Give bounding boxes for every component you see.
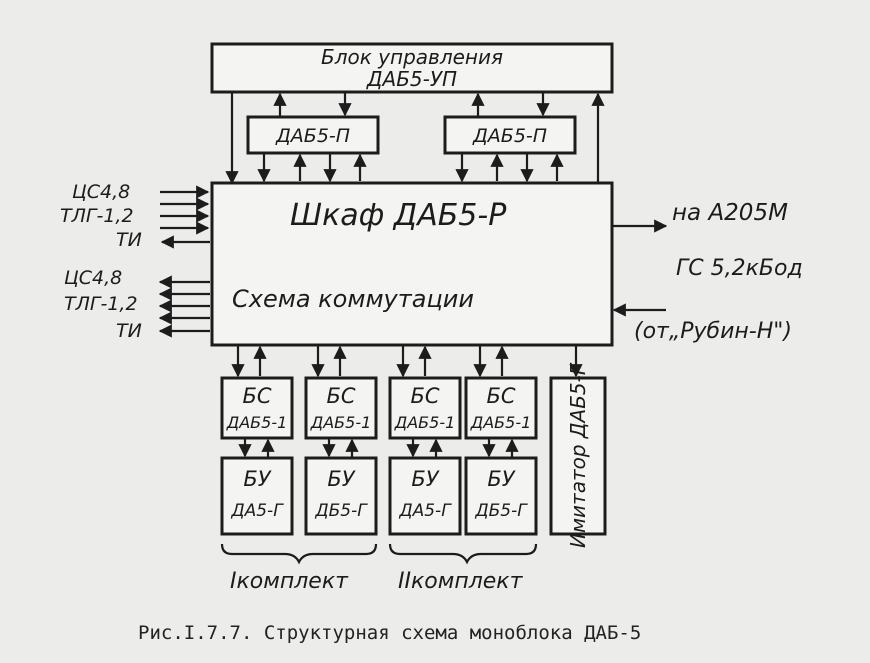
bs-block-1: БС ДАБ5-1 <box>220 376 294 440</box>
control-block-line2: ДАБ5-УП <box>366 67 457 91</box>
bs-block-3-line1: БС <box>410 384 439 408</box>
left-signals-bottom: ЦС4,8 ТЛГ-1,2 ТИ <box>64 267 210 342</box>
cabinet-block: Шкаф ДАБ5-Р Схема коммутации <box>210 181 614 347</box>
figure-caption: Рис.I.7.7. Структурная схема моноблока Д… <box>138 622 642 644</box>
p-block-1: ДАБ5-П <box>246 115 380 155</box>
bs-block-1-line1: БС <box>242 384 271 408</box>
bu-block-4-line1: БУ <box>487 467 515 491</box>
output-label: на А205М <box>672 200 788 226</box>
kit-brace-2: IIкомплект <box>388 543 538 594</box>
bu-block-1-line2: ДА5-Г <box>230 501 284 521</box>
bu-block-3-line2: ДА5-Г <box>398 501 452 521</box>
signal-tlg-top: ТЛГ-1,2 <box>60 205 134 227</box>
kit-1-label: Iкомплект <box>230 569 349 594</box>
bu-block-4-line2: ДБ5-Г <box>474 501 528 521</box>
kit-brace-1: Iкомплект <box>220 543 378 594</box>
bs-block-2-line1: БС <box>326 384 355 408</box>
bs-block-4-line2: ДАБ5-1 <box>470 413 532 432</box>
bu-block-2-line1: БУ <box>327 467 355 491</box>
bs-block-2-line2: ДАБ5-1 <box>310 413 372 432</box>
bu-block-1: БУ ДА5-Г <box>220 456 294 536</box>
bu-block-1-line1: БУ <box>243 467 271 491</box>
p-block-2: ДАБ5-П <box>443 115 577 155</box>
cabinet-title: Шкаф ДАБ5-Р <box>290 198 507 233</box>
bu-block-3-line1: БУ <box>411 467 439 491</box>
gs-speed-label: ГС 5,2кБод <box>676 256 803 281</box>
bs-block-4-line1: БС <box>486 384 515 408</box>
bs-block-1-line2: ДАБ5-1 <box>226 413 288 432</box>
signal-tlg-bottom: ТЛГ-1,2 <box>64 293 138 315</box>
signal-ti-top: ТИ <box>116 229 142 251</box>
imitator-label: Имитатор ДАБ5-Г <box>566 362 590 548</box>
imitator-block: Имитатор ДАБ5-Г <box>549 362 607 548</box>
kit-2-label: IIкомплект <box>398 569 524 594</box>
bu-block-2: БУ ДБ5-Г <box>304 456 378 536</box>
left-signals-top: ЦС4,8 ТЛГ-1,2 ТИ <box>60 181 210 251</box>
signal-cs48-top: ЦС4,8 <box>72 181 130 203</box>
p-block-2-label: ДАБ5-П <box>472 125 547 147</box>
bs-block-3: БС ДАБ5-1 <box>388 376 462 440</box>
switching-label: Схема коммутации <box>232 285 474 313</box>
bs-block-3-line2: ДАБ5-1 <box>394 413 456 432</box>
p-block-1-label: ДАБ5-П <box>275 125 350 147</box>
signal-cs48-bottom: ЦС4,8 <box>64 267 122 289</box>
control-block-line1: Блок управления <box>321 45 503 69</box>
bu-block-3: БУ ДА5-Г <box>388 456 462 536</box>
bu-block-2-line2: ДБ5-Г <box>314 501 368 521</box>
bu-block-4: БУ ДБ5-Г <box>464 456 538 536</box>
bs-block-2: БС ДАБ5-1 <box>304 376 378 440</box>
bs-block-4: БС ДАБ5-1 <box>464 376 538 440</box>
control-block: Блок управления ДАБ5-УП <box>210 42 614 94</box>
signal-ti-bottom: ТИ <box>116 320 142 342</box>
input-source-label: (от„Рубин-Н") <box>634 319 792 344</box>
